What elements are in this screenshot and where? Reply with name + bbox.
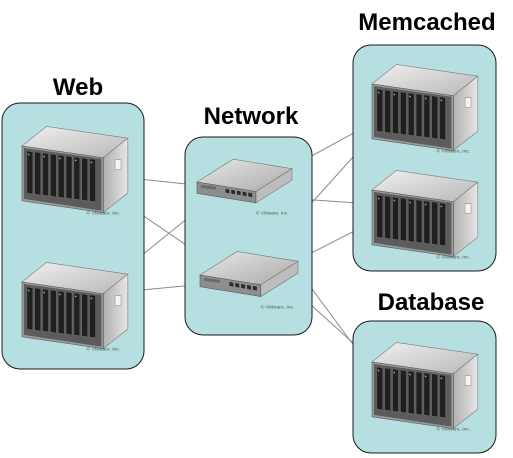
switch-2-watermark: © VMware, Inc. <box>261 303 295 310</box>
web-server-2-icon: © VMware, Inc. <box>21 261 129 353</box>
group-network: Network © VMware, Inc. © VMware, Inc. <box>184 103 313 336</box>
web-server-1-watermark: © VMware, Inc. <box>87 210 121 217</box>
database-group-title: Database <box>378 289 485 316</box>
memcached-server-2-icon: © VMware, Inc. <box>371 169 479 261</box>
switch-1-watermark: © VMware, Inc. <box>256 209 289 216</box>
web-server-2-watermark: © VMware, Inc. <box>87 346 121 353</box>
database-server-watermark: © VMware, Inc. <box>437 426 471 433</box>
database-server-icon: © VMware, Inc. <box>371 341 479 433</box>
web-group-title: Web <box>53 74 103 101</box>
web-server-1-icon: © VMware, Inc. <box>21 125 129 217</box>
group-web: Web © VMware, Inc. © VMware, Inc. <box>1 74 145 370</box>
memcached-group-title: Memcached <box>358 9 495 36</box>
memcached-server-1-icon: © VMware, Inc. <box>371 63 479 155</box>
group-database: Database © VMware, Inc. <box>352 289 497 454</box>
network-switch-2-icon: © VMware, Inc. <box>199 250 299 310</box>
memcached-server-1-watermark: © VMware, Inc. <box>437 148 471 155</box>
network-switch-1-icon: © VMware, Inc. <box>196 158 293 216</box>
memcached-server-2-watermark: © VMware, Inc. <box>437 254 471 261</box>
group-memcached: Memcached © VMware, Inc. © VMware, Inc. <box>352 9 497 272</box>
network-group-title: Network <box>204 103 299 130</box>
